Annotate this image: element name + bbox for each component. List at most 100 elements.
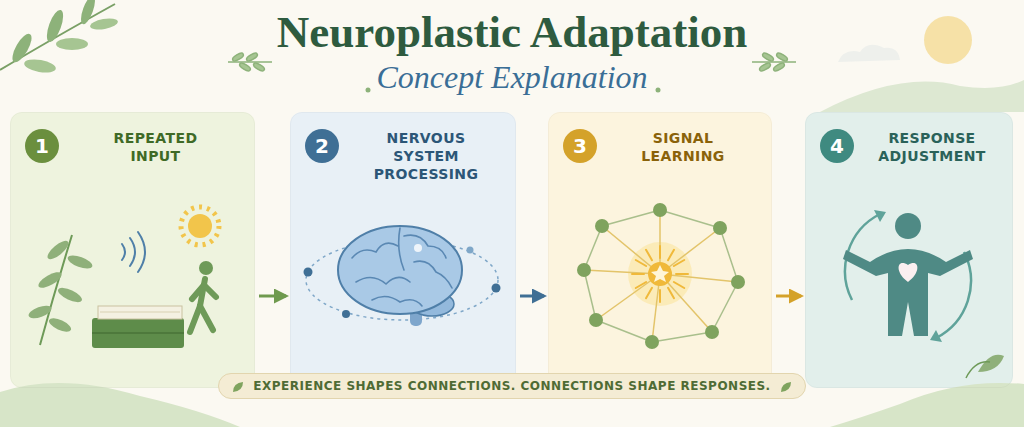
leaf-branch <box>56 38 88 50</box>
network-icon <box>602 210 660 226</box>
person-icon <box>966 362 990 378</box>
brain-icon <box>404 235 446 258</box>
card-ground <box>548 112 772 388</box>
network-icon <box>577 263 591 277</box>
network-icon <box>645 335 659 349</box>
sprig <box>759 62 772 72</box>
leaf-icon <box>779 380 793 394</box>
flow-arrow <box>776 295 801 298</box>
plant-icon <box>27 235 94 345</box>
person-icon <box>978 355 1004 372</box>
plant-icon <box>27 303 53 321</box>
book-icon <box>92 318 184 348</box>
sound-waves <box>122 232 145 272</box>
flow-arrow <box>520 295 544 298</box>
leaf-icon <box>231 380 245 394</box>
network-icon <box>646 288 652 298</box>
card-ground <box>290 112 516 388</box>
hill <box>830 383 1024 427</box>
sprig <box>752 61 796 63</box>
brain-icon <box>492 284 501 293</box>
leaf-icon <box>233 382 243 392</box>
step-heading: NERVOUS SYSTEM PROCESSING <box>361 129 491 183</box>
network-icon <box>674 260 684 266</box>
network-icon <box>646 250 652 260</box>
network-icon <box>731 275 745 289</box>
network-icon <box>636 282 646 288</box>
person-icon <box>899 263 918 282</box>
network-icon <box>659 290 661 302</box>
hill <box>0 383 240 427</box>
flow-arrow <box>259 295 286 298</box>
sprig <box>776 52 789 62</box>
book-icon <box>92 332 184 334</box>
sun-icon <box>181 207 219 245</box>
plant-icon <box>56 285 84 305</box>
network-icon <box>668 250 674 260</box>
step-card: NERVOUS SYSTEM PROCESSING 2 <box>290 112 516 388</box>
step-number-badge: 3 <box>563 129 597 163</box>
step-heading: RESPONSE ADJUSTMENT <box>867 129 997 165</box>
person-icon <box>895 213 921 239</box>
step-number: 1 <box>35 136 49 156</box>
sprig <box>246 52 259 62</box>
plant-icon <box>47 315 73 334</box>
brain-icon <box>372 296 422 306</box>
step-number-badge: 1 <box>25 129 59 163</box>
network-icon <box>652 332 712 342</box>
step-number: 3 <box>573 136 587 156</box>
person-icon <box>843 249 973 336</box>
walking-person <box>199 261 213 275</box>
person-icon <box>874 210 886 222</box>
step-heading: SIGNAL LEARNING <box>628 129 738 165</box>
sprig <box>762 52 775 62</box>
network-icon <box>668 288 674 298</box>
book-icon <box>92 306 184 348</box>
network-icon <box>653 203 667 217</box>
sun-icon <box>188 214 212 238</box>
book-icon <box>100 312 180 313</box>
step-number-badge: 4 <box>820 129 854 163</box>
subtitle: Concept Explanation <box>376 58 647 96</box>
sprig <box>366 88 371 93</box>
brain-icon <box>356 277 410 284</box>
step-number: 2 <box>315 136 329 156</box>
network-icon <box>632 273 644 275</box>
sprig <box>239 62 252 72</box>
brain-icon <box>399 228 404 270</box>
tagline: EXPERIENCE SHAPES CONNECTIONS. CONNECTIO… <box>253 379 770 393</box>
sprig <box>656 88 661 93</box>
plant-icon <box>66 253 94 271</box>
network-icon <box>584 226 602 270</box>
sun <box>924 16 972 64</box>
leaf-branch <box>44 8 67 44</box>
sound-waves <box>122 244 125 260</box>
step-card: SIGNAL LEARNING 3 <box>548 112 772 388</box>
title: Neuroplastic Adaptation <box>0 6 1024 58</box>
sound-waves <box>130 238 135 266</box>
leaf-branch <box>89 17 118 32</box>
brain-icon <box>352 243 398 258</box>
brain-icon <box>338 226 462 314</box>
brain-icon <box>342 310 350 318</box>
walking-person <box>200 306 213 330</box>
sound-waves <box>138 232 145 272</box>
sprig <box>232 52 245 62</box>
book-icon <box>98 306 182 319</box>
network-icon <box>596 320 652 342</box>
sprig <box>773 62 786 72</box>
step-heading: REPEATED INPUT <box>100 129 212 165</box>
network-icon <box>648 262 672 286</box>
step-card: REPEATED INPUT 1 <box>10 112 255 388</box>
leaf-icon <box>781 382 791 392</box>
brain-icon <box>304 226 501 326</box>
network-icon <box>712 282 738 332</box>
network-icon <box>589 313 603 327</box>
card-ground <box>10 112 255 388</box>
network-icon <box>636 260 646 266</box>
person-icon <box>930 330 942 342</box>
plant-icon <box>45 238 71 262</box>
hill <box>820 80 1024 112</box>
step-number: 4 <box>830 136 844 156</box>
